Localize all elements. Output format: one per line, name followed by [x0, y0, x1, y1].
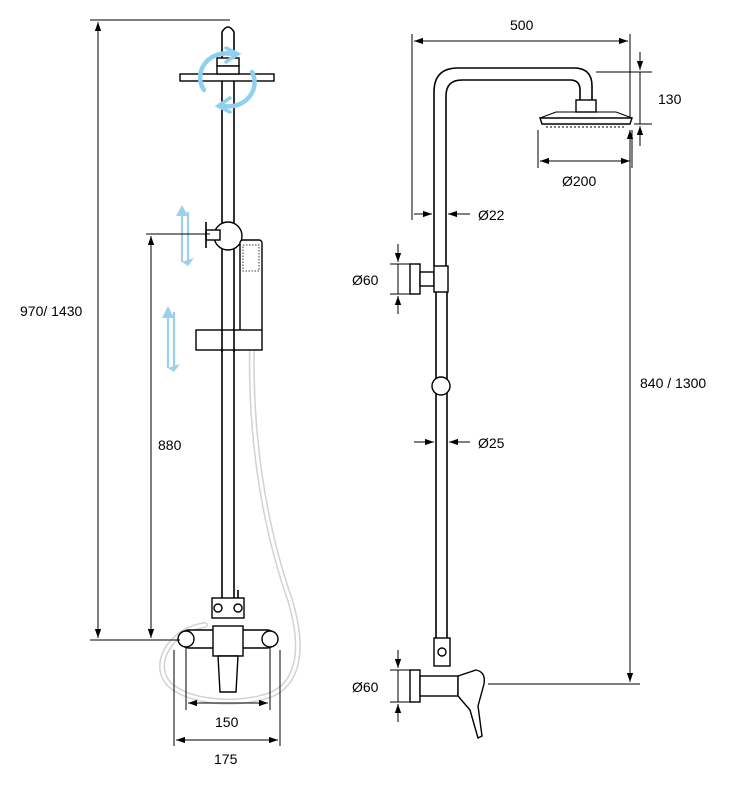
diverter-lever [205, 229, 221, 241]
mixer-side-lever [457, 669, 486, 740]
side-head-connector [575, 99, 597, 113]
dim-spout-spacing: 150 [215, 714, 239, 730]
dim-total-height: 970/ 1430 [20, 303, 82, 319]
rotate-arrow-icon [197, 46, 257, 114]
dim-head-drop: 130 [658, 91, 682, 107]
dim-arm-reach: 500 [510, 17, 534, 33]
lower-wall-flange [409, 669, 421, 703]
riser-valve [211, 597, 245, 619]
shower-arm-inner [445, 79, 581, 266]
mixer-side-body [419, 675, 459, 697]
shower-arm-outer [433, 67, 593, 266]
dim-bracket-diameter-bottom: Ø60 [352, 679, 379, 695]
dim-bracket-diameter-top: Ø60 [352, 272, 379, 288]
upper-bracket [433, 265, 449, 293]
mixer-center [212, 625, 244, 657]
dim-lower-pipe-diameter: Ø25 [478, 435, 505, 451]
dim-pipe-height: 840 / 1300 [640, 375, 706, 391]
slide-holder [195, 329, 263, 351]
up-down-arrow-icon [162, 205, 194, 372]
slide-knob [431, 376, 451, 396]
shower-head-front [179, 73, 275, 82]
dim-head-diameter: Ø200 [562, 173, 596, 189]
side-view: 500 130 Ø200 Ø22 Ø60 Ø25 840 / 1300 [352, 17, 706, 740]
upper-wall-flange [409, 263, 421, 295]
mixer-lever [217, 655, 239, 693]
riser-top [221, 26, 235, 50]
dim-body-width: 175 [214, 751, 238, 767]
front-view: 970/ 1430 880 150 175 [20, 19, 301, 767]
dim-slider-height: 880 [158, 437, 182, 453]
dim-upper-pipe-diameter: Ø22 [478, 207, 505, 223]
shower-head-side [539, 117, 633, 125]
